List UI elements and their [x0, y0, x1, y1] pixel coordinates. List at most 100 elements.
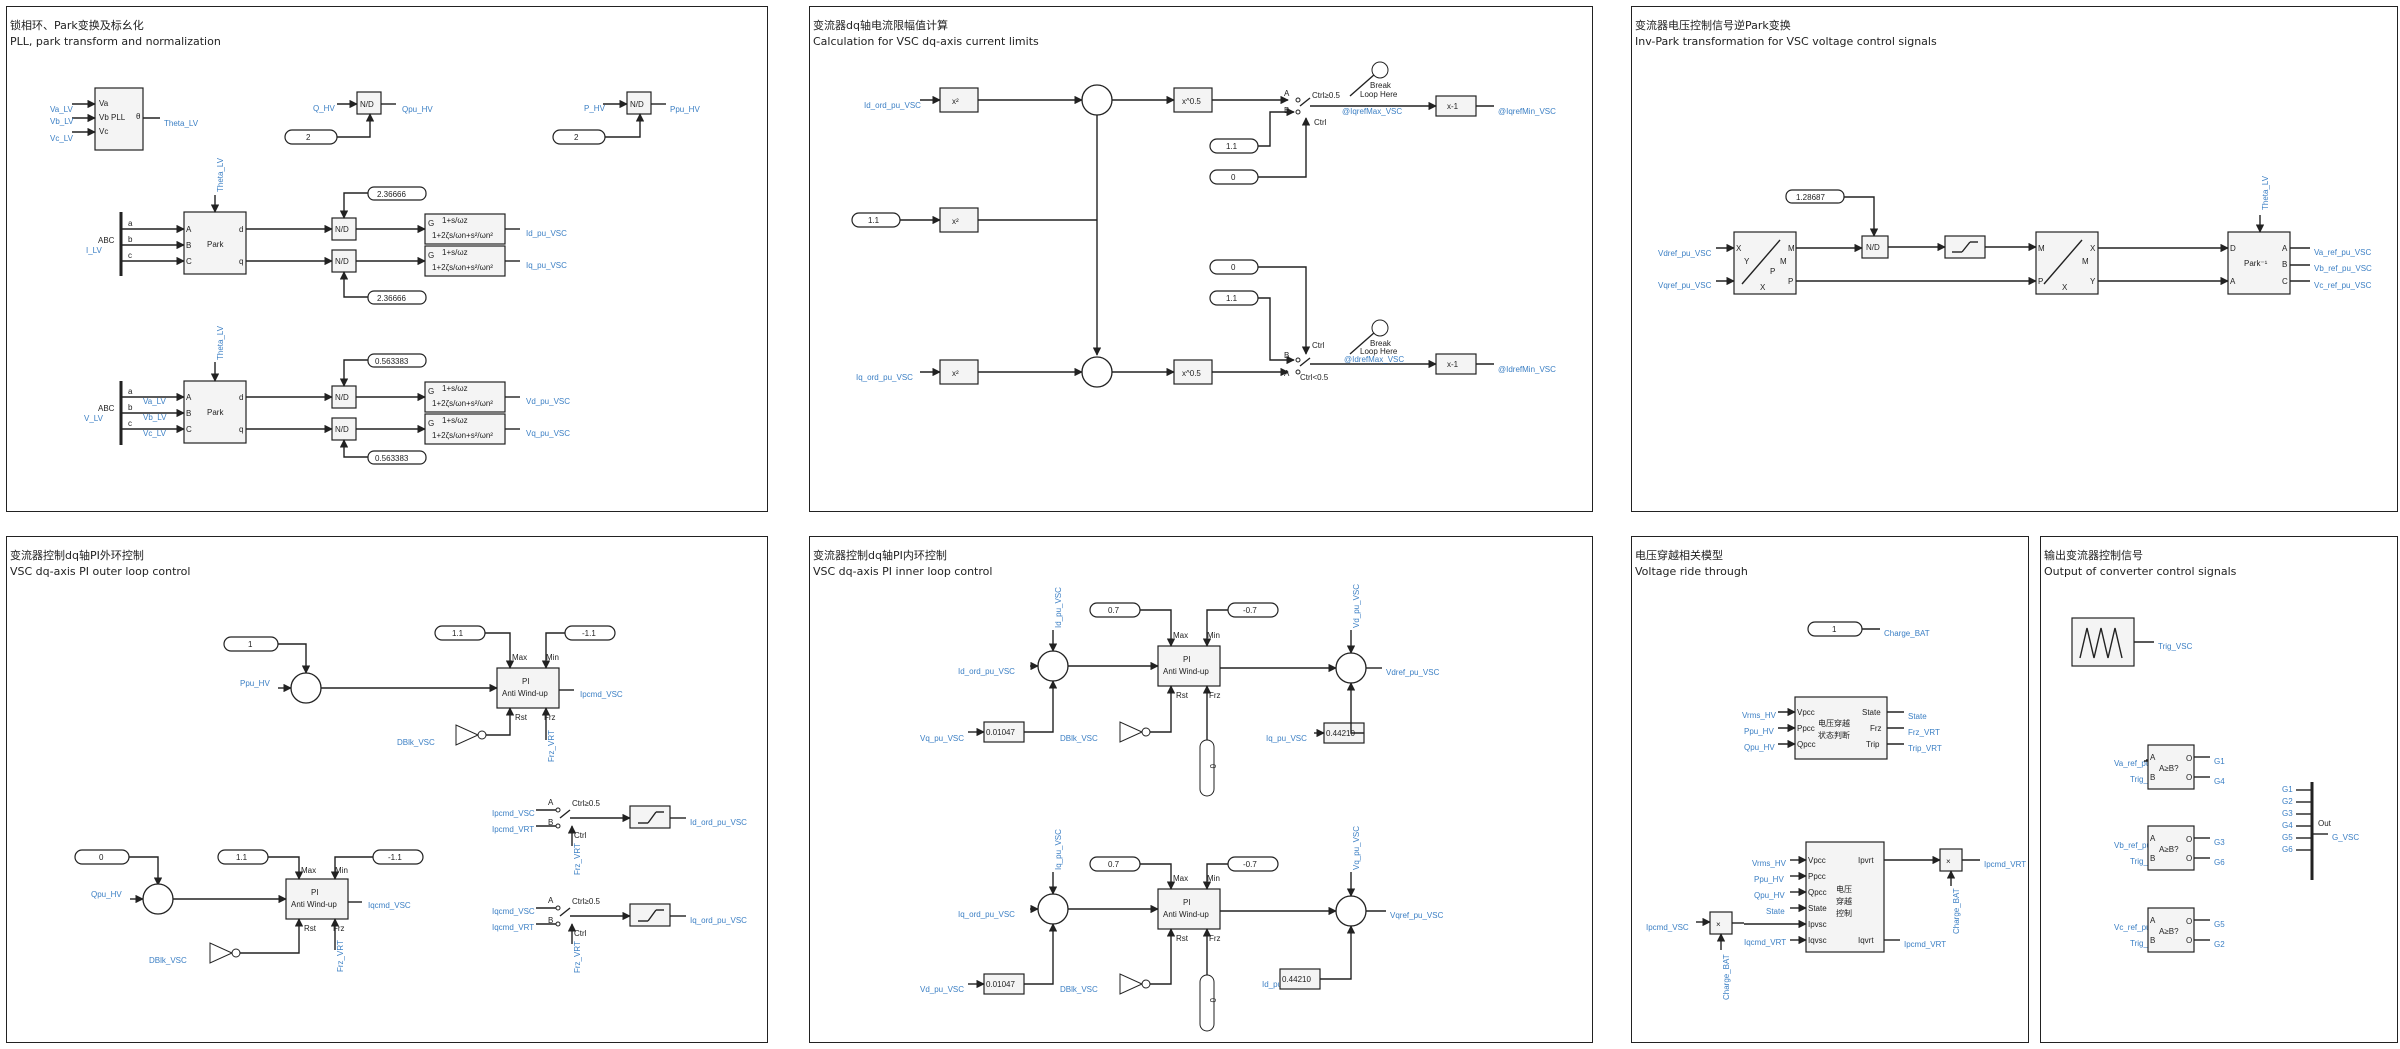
svg-text:1.28687: 1.28687 — [1796, 193, 1825, 202]
svg-text:-0.7: -0.7 — [1243, 606, 1257, 615]
gate-signal-bus[interactable]: G1 G2 G3 G4 G5 G6 Out G_VSC — [2282, 782, 2359, 880]
svg-text:0: 0 — [1208, 764, 1217, 769]
svg-text:Ipcmd_VRT: Ipcmd_VRT — [492, 825, 534, 834]
svg-text:Frz: Frz — [544, 713, 556, 722]
svg-text:Iqcmd_VSC: Iqcmd_VSC — [492, 907, 535, 916]
svg-text:Iqcmd_VRT: Iqcmd_VRT — [1744, 938, 1786, 947]
park-voltage[interactable]: ABC V_LV a b c Va_LV Vb_LV Vc_LV Park A … — [84, 325, 247, 445]
id-limit-path[interactable]: Id_ord_pu_VSC x² x^0.5 A B Ctrl≥0.5 Ctrl… — [864, 61, 1556, 185]
vd-normalize[interactable]: N/D 0.563383 G 1+s/ωz 1+2ζs/ωn+s²/ωn² Vd… — [246, 353, 570, 413]
svg-text:X: X — [2090, 244, 2096, 253]
svg-text:Min: Min — [546, 653, 559, 662]
svg-text:Theta_LV: Theta_LV — [164, 119, 199, 128]
comparators[interactable]: Va_ref_pu_VSC Trig_VSC A B A≥B? O O G1 G… — [2114, 744, 2225, 953]
svg-text:DBlk_VSC: DBlk_VSC — [1060, 734, 1098, 743]
svg-text:Iq_ord_pu_VSC: Iq_ord_pu_VSC — [958, 910, 1015, 919]
svg-text:A: A — [2230, 277, 2236, 286]
pi-inner-d[interactable]: Id_ord_pu_VSC Id_pu_VSC PI Anti Wind-up … — [920, 584, 1440, 797]
svg-text:P: P — [1788, 277, 1793, 286]
svg-text:1+2ζs/ωn+s²/ωn²: 1+2ζs/ωn+s²/ωn² — [432, 231, 493, 240]
svg-text:x-1: x-1 — [1447, 360, 1459, 369]
vrt-control[interactable]: 电压 穿越 控制 Vpcc Ppcc Qpcc State Ipvsc Iqvs… — [1646, 841, 2026, 1000]
svg-text:2.36666: 2.36666 — [377, 294, 406, 303]
iq-limit-path[interactable]: 1.1 x² Iq_ord_pu_VSC x² x^0.5 0 1.1 B A … — [851, 115, 1556, 388]
svg-text:b: b — [128, 403, 133, 412]
svg-text:Ipvsc: Ipvsc — [1808, 920, 1827, 929]
svg-text:0.44210: 0.44210 — [1326, 729, 1355, 738]
svg-text:A: A — [548, 798, 554, 807]
svg-text:Theta_LV: Theta_LV — [2261, 175, 2270, 210]
svg-text:Anti Wind-up: Anti Wind-up — [1163, 910, 1209, 919]
svg-text:Vb_LV: Vb_LV — [50, 117, 74, 126]
svg-text:Frz: Frz — [1870, 724, 1882, 733]
svg-text:1+s/ωz: 1+s/ωz — [442, 416, 468, 425]
park-current[interactable]: ABC I_LV a b c Park A B C d q Theta_LV — [86, 157, 247, 276]
vq-normalize[interactable]: N/D 0.563383 G 1+s/ωz 1+2ζs/ωn+s²/ωn² Vq… — [246, 413, 570, 465]
svg-text:State: State — [1862, 708, 1881, 717]
svg-text:1+s/ωz: 1+s/ωz — [442, 384, 468, 393]
panel-title-en: VSC dq-axis PI outer loop control — [10, 565, 191, 578]
svg-text:PI: PI — [522, 677, 530, 686]
triangle-carrier[interactable]: Trig_VSC — [2071, 617, 2193, 667]
svg-text:1.1: 1.1 — [868, 216, 880, 225]
svg-text:1+s/ωz: 1+s/ωz — [442, 248, 468, 257]
panel-title-en: PLL, park transform and normalization — [10, 35, 221, 48]
svg-text:Vrms_HV: Vrms_HV — [1742, 711, 1777, 720]
svg-text:1.1: 1.1 — [1226, 294, 1238, 303]
svg-text:A≥B?: A≥B? — [2159, 845, 2179, 854]
pll-block[interactable]: Va Vb PLL Vc θ — [94, 87, 144, 151]
svg-text:Charge_BAT: Charge_BAT — [1722, 954, 1731, 1000]
pi-outer-p[interactable]: 1 Ppu_HV PI Anti Wind-up 1.1 Max -1.1 Mi… — [223, 625, 623, 762]
svg-text:Ipvrt: Ipvrt — [1858, 856, 1874, 865]
svg-text:Vc: Vc — [99, 127, 108, 136]
svg-text:Y: Y — [2090, 277, 2096, 286]
pi-inner-q[interactable]: Iq_ord_pu_VSC Iq_pu_VSC PI Anti Wind-up … — [920, 826, 1444, 1032]
svg-text:Iq_pu_VSC: Iq_pu_VSC — [526, 261, 567, 270]
svg-text:B: B — [186, 409, 191, 418]
svg-text:A: A — [1284, 369, 1290, 378]
svg-text:1+2ζs/ωn+s²/ωn²: 1+2ζs/ωn+s²/ωn² — [432, 263, 493, 272]
svg-text:Trig_VSC: Trig_VSC — [2158, 642, 2193, 651]
svg-text:Park: Park — [207, 240, 224, 249]
svg-text:Ipcmd_VRT: Ipcmd_VRT — [1984, 860, 2026, 869]
svg-text:@IqrefMin_VSC: @IqrefMin_VSC — [1498, 107, 1556, 116]
panel-title-cn: 变流器dq轴电流限幅值计算 — [813, 19, 948, 32]
svg-text:M: M — [2038, 244, 2045, 253]
svg-text:0.01047: 0.01047 — [986, 728, 1015, 737]
svg-text:1.1: 1.1 — [1226, 142, 1238, 151]
svg-text:Anti Wind-up: Anti Wind-up — [291, 900, 337, 909]
inv-park-chain[interactable]: Vdref_pu_VSC Vqref_pu_VSC X Y M P X M P … — [1658, 175, 2372, 295]
svg-text:N/D: N/D — [1866, 243, 1880, 252]
svg-text:c: c — [128, 251, 132, 260]
svg-text:A: A — [186, 393, 192, 402]
svg-text:X: X — [1760, 283, 1766, 292]
pi-outer-switches[interactable]: Ipcmd_VSC Ipcmd_VRT A B Ctrl≥0.5 Ctrl Fr… — [492, 798, 747, 973]
svg-text:d: d — [239, 225, 243, 234]
svg-text:Vb_LV: Vb_LV — [143, 413, 167, 422]
svg-text:1.1: 1.1 — [452, 629, 464, 638]
panel-title-en: VSC dq-axis PI inner loop control — [813, 565, 993, 578]
svg-text:Id_pu_VSC: Id_pu_VSC — [1054, 587, 1063, 628]
svg-text:Trig_VSC: Trig_VSC — [2130, 775, 2165, 784]
svg-text:PI: PI — [1183, 655, 1191, 664]
svg-text:电压穿越: 电压穿越 — [1818, 718, 1850, 728]
svg-text:Theta_LV: Theta_LV — [216, 157, 225, 192]
svg-text:G_VSC: G_VSC — [2332, 833, 2359, 842]
iq-normalize[interactable]: N/D 2.36666 G 1+s/ωz 1+2ζs/ωn+s²/ωn² Iq_… — [246, 245, 567, 305]
svg-text:2.36666: 2.36666 — [377, 190, 406, 199]
svg-text:Vc_ref_pu_VSC: Vc_ref_pu_VSC — [2314, 281, 2372, 290]
svg-text:x²: x² — [952, 369, 959, 378]
svg-text:Vdref_pu_VSC: Vdref_pu_VSC — [1658, 249, 1712, 258]
svg-text:Vb_ref_pu_VSC: Vb_ref_pu_VSC — [2114, 841, 2172, 850]
pi-outer-q[interactable]: 0 Qpu_HV PI Anti Wind-up 1.1 Max -1.1 Mi… — [74, 849, 424, 972]
svg-text:DBlk_VSC: DBlk_VSC — [397, 738, 435, 747]
q-hv-normalize[interactable]: Q_HV N/D Qpu_HV 2 — [284, 91, 433, 145]
panel-pi-outer: 变流器控制dq轴PI外环控制 VSC dq-axis PI outer loop… — [6, 536, 768, 1043]
svg-text:Loop Here: Loop Here — [1360, 347, 1398, 356]
p-hv-normalize[interactable]: P_HV N/D Ppu_HV 2 — [552, 91, 700, 145]
vrt-state-detect[interactable]: 1 Charge_BAT 电压穿越 状态判断 Vpcc Ppcc Qpcc St… — [1742, 621, 1942, 760]
id-normalize[interactable]: N/D 2.36666 G 1+s/ωz 1+2ζs/ωn+s²/ωn² Id_… — [246, 186, 567, 245]
svg-text:0: 0 — [1208, 998, 1217, 1003]
svg-text:Vd_pu_VSC: Vd_pu_VSC — [1352, 584, 1361, 628]
